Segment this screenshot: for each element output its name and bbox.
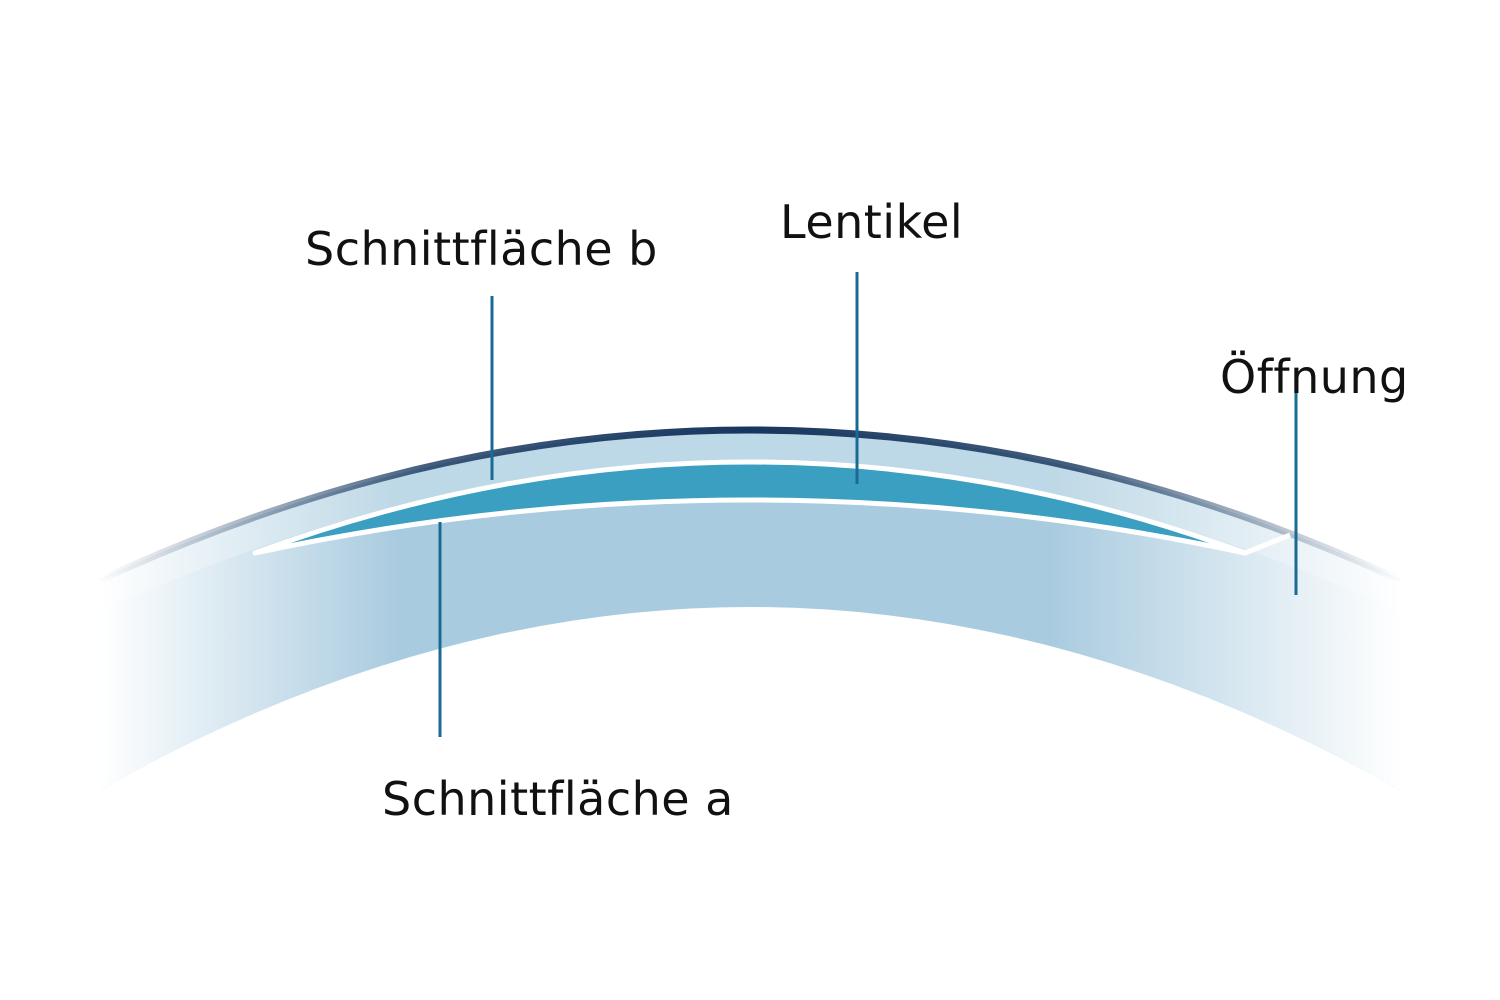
lenticule-shape bbox=[252, 459, 1248, 556]
label-cut-surface-b: Schnittfläche b bbox=[305, 222, 658, 276]
corneal-surface bbox=[98, 426, 1402, 584]
label-opening: Öffnung bbox=[1220, 350, 1409, 404]
opening-incision bbox=[1244, 532, 1291, 556]
label-lenticule: Lentikel bbox=[780, 195, 964, 249]
label-cut-surface-a: Schnittfläche a bbox=[382, 772, 734, 826]
